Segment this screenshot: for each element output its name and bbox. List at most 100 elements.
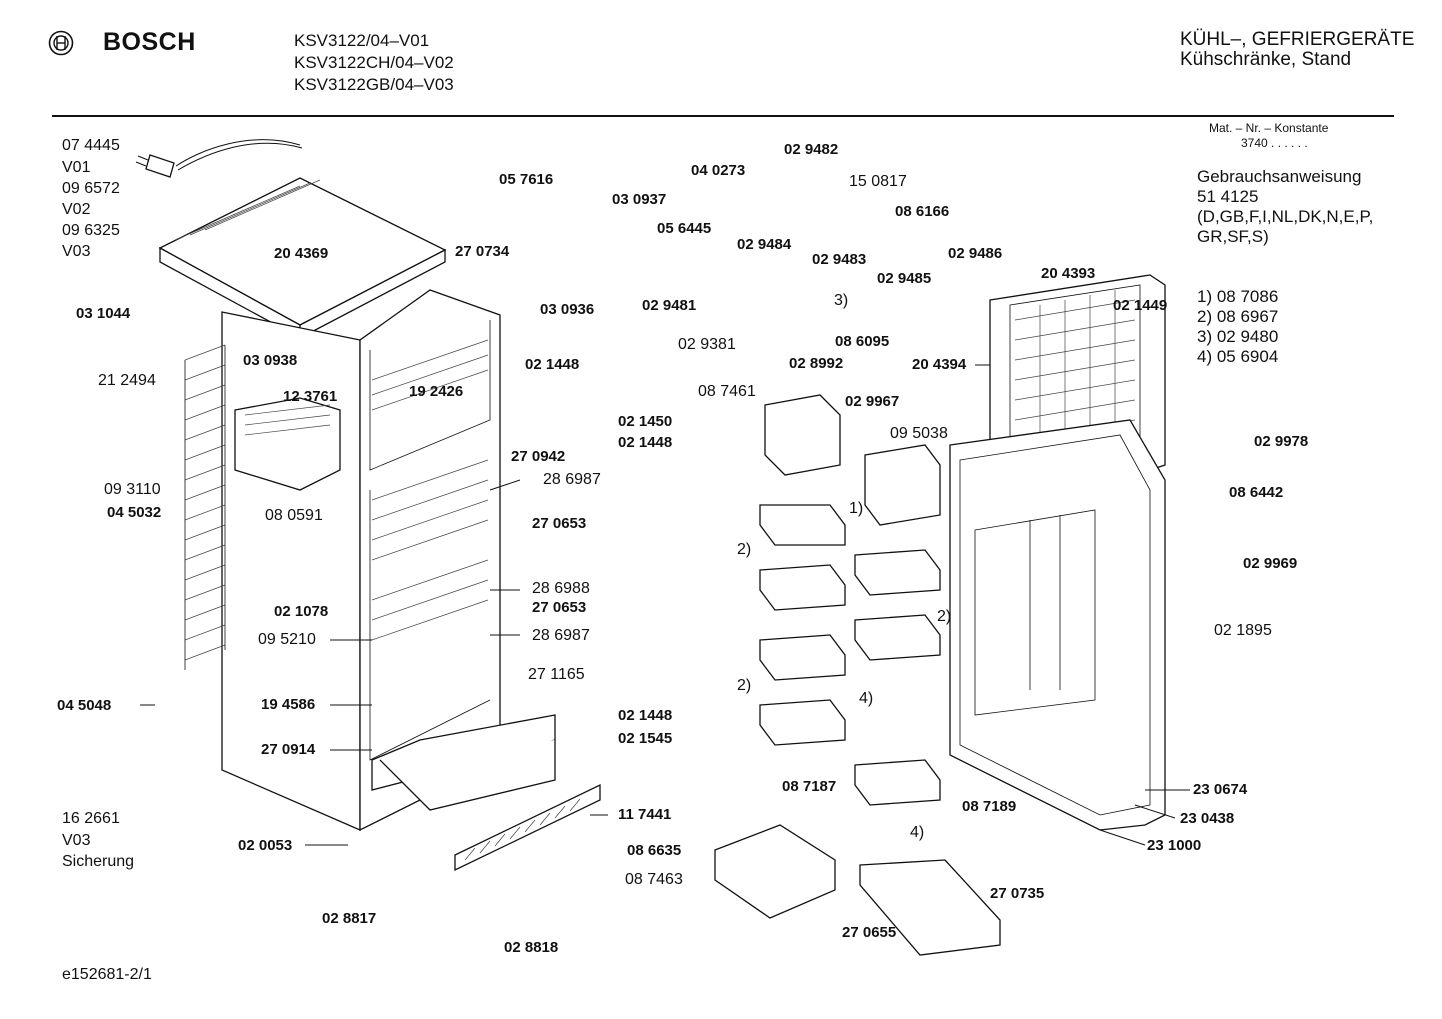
part-number-label: 2) [737,677,752,694]
category-line: KÜHL–, GEFRIERGERÄTE [1180,29,1415,50]
part-number-label: 12 3761 [283,388,338,405]
footnote: 1) 08 7086 [1197,287,1279,306]
condenser-icon [184,344,226,670]
part-number-label: 27 0914 [261,741,316,758]
part-number-label: 2) [737,541,752,558]
model-list: KSV3122/04–V01 KSV3122CH/04–V02 KSV3122G… [294,30,454,96]
part-number-label: 3) [834,292,849,309]
header-divider [52,115,1394,117]
footnote: 2) 08 6967 [1197,307,1279,326]
part-number-label: 27 1165 [528,666,585,683]
bosch-logo-icon [48,30,74,56]
part-number-label: 03 0936 [540,301,595,318]
part-number-label: 04 5048 [57,697,112,714]
part-number-label: 09 6572 [62,180,120,197]
part-number-label: 16 2661 [62,810,120,827]
part-number-label: 20 4394 [912,356,967,373]
part-number-label: 02 1448 [525,356,580,373]
part-number-label: 23 1000 [1147,837,1202,854]
part-number-label: 11 7441 [618,806,672,823]
part-number-label: V01 [62,159,91,176]
part-number-label: 02 1449 [1113,297,1168,314]
part-number-label: 23 0438 [1180,810,1235,827]
part-number-label: 23 0674 [1193,781,1248,798]
material-number-block: Mat. – Nr. – Konstante 3740 . . . . . . [1209,121,1328,151]
part-number-label: 28 6988 [532,580,590,597]
part-number-label: 02 1450 [618,413,673,430]
part-number-label: 03 0937 [612,191,667,208]
part-number-label: 4) [910,824,925,841]
leader-lines [140,364,1190,846]
part-number-label: 05 7616 [499,171,554,188]
part-number-label: 08 7187 [782,778,837,795]
part-number-label: 27 0942 [511,448,566,465]
part-number-label: 02 1448 [618,434,673,451]
part-number-label: 02 9483 [812,251,867,268]
part-number-label: 19 2426 [409,383,464,400]
part-number-label: 20 4369 [274,245,329,262]
bottom-grille-icon [454,783,601,872]
part-number-label: 04 0273 [691,162,746,179]
part-number-label: 09 3110 [104,481,161,498]
part-number-label: V03 [62,832,91,849]
part-number-label: 02 9481 [642,297,697,314]
category-title: KÜHL–, GEFRIERGERÄTE Kühschränke, Stand [1180,30,1414,70]
part-number-label: 09 5210 [258,631,316,648]
part-number-label: 1) [849,500,864,517]
part-number-label: 09 5038 [890,425,948,442]
part-number-label: 2) [937,608,952,625]
part-number-label: 05 6445 [657,220,712,237]
part-number-label: 08 7463 [625,871,683,888]
part-number-label: 02 8817 [322,910,377,927]
top-cover-icon [158,177,447,340]
category-subline: Kühschränke, Stand [1180,49,1352,70]
matnr-value: 3740 . . . . . . [1241,136,1308,150]
part-number-label: 02 9485 [877,270,932,287]
part-number-label: 02 0053 [238,837,293,854]
footnote: 3) 02 9480 [1197,327,1279,346]
brand-name: BOSCH [103,28,196,56]
ice-tray-icon [234,397,341,491]
fridge-door-icon [949,419,1166,831]
part-number-label: V03 [62,243,91,260]
manual-line: (D,GB,F,I,NL,DK,N,E,P, [1197,207,1374,226]
part-number-label: 02 8992 [789,355,844,372]
part-number-label: 21 2494 [98,372,156,389]
footnote: 4) 05 6904 [1197,347,1279,366]
part-number-label: 02 9381 [678,336,736,353]
part-number-label: 27 0655 [842,924,897,941]
part-number-label: 28 6987 [532,627,590,644]
part-number-label: 08 7461 [698,383,756,400]
part-number-label: 28 6987 [543,471,601,488]
part-number-label: 02 9978 [1254,433,1309,450]
part-number-label: 02 1078 [274,603,329,620]
part-number-label: 02 1448 [618,707,673,724]
part-number-label: 08 0591 [265,507,323,524]
manual-line: 51 4125 [1197,187,1259,206]
drawing-code: e152681-2/1 [62,966,152,983]
part-number-label: 02 1545 [618,730,673,747]
power-cord-icon [135,139,303,178]
part-number-label: 04 5032 [107,504,162,521]
part-number-label: 08 6095 [835,333,890,350]
door-bin-icon [714,394,1001,956]
part-number-label: 08 6442 [1229,484,1284,501]
part-number-label: 02 8818 [504,939,559,956]
part-number-label: 27 0735 [990,885,1045,902]
part-number-label: 03 0938 [243,352,298,369]
part-number-label: 20 4393 [1041,265,1096,282]
footnote-list: 1) 08 7086 2) 08 6967 3) 02 9480 4) 05 6… [1197,287,1278,367]
part-number-label: Sicherung [62,853,135,870]
part-number-label: 02 1895 [1214,622,1272,639]
part-number-label: 27 0653 [532,599,587,616]
part-number-label: 02 9969 [1243,555,1298,572]
manual-reference: Gebrauchsanweisung 51 4125 (D,GB,F,I,NL,… [1197,167,1373,247]
part-number-label: 03 1044 [76,305,131,322]
part-number-label: 02 9484 [737,236,792,253]
part-number-label: 19 4586 [261,696,316,713]
manual-line: GR,SF,S) [1197,227,1269,246]
part-number-label: 02 9482 [784,141,839,158]
part-number-label: 08 7189 [962,798,1017,815]
part-number-label: 27 0653 [532,515,587,532]
